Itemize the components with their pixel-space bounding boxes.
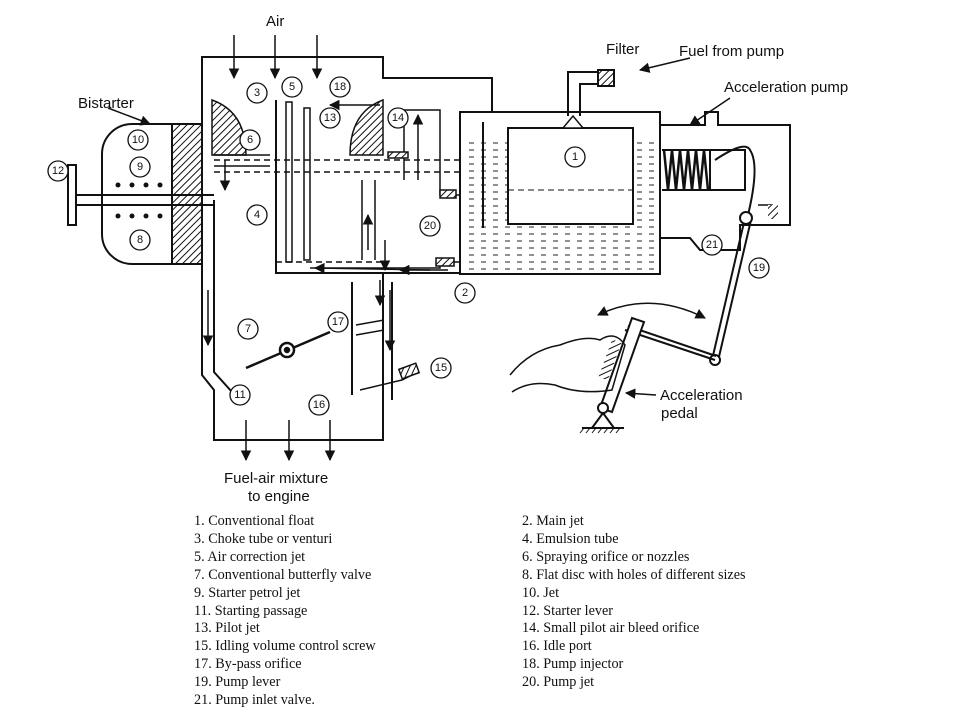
svg-text:4: 4 (254, 209, 260, 221)
callout-15: 15 (430, 357, 452, 379)
callout-2: 2 (454, 282, 476, 304)
legend-item-18: 18. Pump injector (522, 656, 624, 673)
svg-text:16: 16 (313, 399, 325, 411)
legend-item-10: 10. Jet (522, 584, 560, 601)
legend-item-17: 17. By-pass orifice (194, 656, 302, 673)
callout-12: 12 (47, 160, 69, 182)
svg-text:1: 1 (572, 151, 578, 163)
svg-text:10: 10 (132, 134, 144, 146)
callout-21: 21 (701, 234, 723, 256)
legend-right-column: 2. Main jet 4. Emulsion tube 6. Spraying… (522, 513, 746, 692)
svg-text:2: 2 (462, 287, 468, 299)
svg-text:14: 14 (392, 112, 404, 124)
label-acceleration-pedal-1: Acceleration (660, 387, 743, 404)
svg-text:13: 13 (324, 112, 336, 124)
callout-3: 3 (246, 82, 268, 104)
legend-left-column: 1. Conventional float 3. Choke tube or v… (194, 513, 376, 710)
svg-text:20: 20 (424, 220, 436, 232)
legend-item-1: 1. Conventional float (194, 513, 315, 529)
legend-item-13: 13. Pilot jet (194, 620, 260, 637)
callout-1: 1 (564, 146, 586, 168)
label-acceleration-pedal-2: pedal (661, 405, 698, 422)
svg-text:18: 18 (334, 81, 346, 93)
legend-item-21: 21. Pump inlet valve. (194, 692, 315, 709)
svg-text:11: 11 (234, 389, 245, 401)
venturi-parts (211, 98, 384, 263)
callout-9: 9 (129, 156, 151, 178)
butterfly-valve (245, 330, 331, 370)
idle-port-assembly (355, 319, 421, 391)
legend-item-7: 7. Conventional butterfly valve (194, 566, 372, 583)
svg-text:19: 19 (753, 262, 765, 274)
label-acceleration-pump: Acceleration pump (724, 79, 848, 96)
callout-19: 19 (748, 257, 770, 279)
svg-text:7: 7 (245, 323, 251, 335)
legend-item-12: 12. Starter lever (522, 602, 613, 619)
pump-linkage (624, 211, 753, 366)
flow-arrows (107, 35, 731, 462)
acceleration-pedal-assembly (509, 302, 706, 434)
bistarter (67, 123, 214, 265)
label-mixture-2: to engine (248, 488, 310, 505)
legend-item-2: 2. Main jet (522, 513, 584, 529)
callout-14: 14 (387, 107, 409, 129)
callout-16: 16 (308, 394, 330, 416)
callout-5: 5 (281, 76, 303, 98)
callout-10: 10 (127, 129, 149, 151)
legend-item-15: 15. Idling volume control screw (194, 638, 376, 655)
callout-18: 18 (329, 76, 351, 98)
legend-item-6: 6. Spraying orifice or nozzles (522, 548, 690, 565)
svg-text:8: 8 (137, 234, 143, 246)
legend-item-4: 4. Emulsion tube (522, 530, 619, 547)
callout-4: 4 (246, 204, 268, 226)
carburettor-body (201, 56, 493, 441)
label-fuel-from-pump: Fuel from pump (679, 43, 784, 60)
callout-20: 20 (419, 215, 441, 237)
svg-text:17: 17 (332, 316, 344, 328)
svg-text:9: 9 (137, 161, 143, 173)
callout-8: 8 (129, 229, 151, 251)
svg-text:3: 3 (254, 87, 260, 99)
callout-6: 6 (239, 129, 261, 151)
callout-11: 11 (229, 384, 251, 406)
filter (597, 69, 615, 87)
label-mixture-1: Fuel-air mixture (224, 470, 328, 487)
label-air: Air (266, 13, 284, 30)
legend-item-14: 14. Small pilot air bleed orifice (522, 620, 700, 637)
legend-item-20: 20. Pump jet (522, 674, 595, 691)
label-bistarter: Bistarter (78, 95, 134, 112)
callout-7: 7 (237, 318, 259, 340)
svg-text:5: 5 (289, 81, 295, 93)
svg-text:12: 12 (52, 165, 64, 177)
diagram-labels: Air Bistarter Filter Fuel from pump Acce… (78, 13, 848, 505)
legend-item-3: 3. Choke tube or venturi (194, 530, 333, 547)
legend-item-19: 19. Pump lever (194, 674, 281, 691)
legend-item-8: 8. Flat disc with holes of different siz… (522, 566, 746, 583)
legend-item-5: 5. Air correction jet (194, 548, 306, 565)
acceleration-pump (660, 111, 791, 251)
svg-text:6: 6 (247, 134, 253, 146)
legend-item-16: 16. Idle port (522, 638, 592, 655)
legend-item-9: 9. Starter petrol jet (194, 584, 301, 601)
label-filter: Filter (606, 41, 639, 58)
callout-13: 13 (319, 107, 341, 129)
svg-text:21: 21 (706, 239, 718, 251)
svg-text:15: 15 (435, 362, 447, 374)
float (507, 127, 634, 225)
legend-item-11: 11. Starting passage (194, 602, 308, 619)
callout-17: 17 (327, 311, 349, 333)
float-chamber (459, 111, 661, 275)
callouts: 1 2 3 4 5 6 7 8 9 10 11 12 13 14 15 16 1… (47, 76, 770, 416)
fuel-inlet-pipe (567, 69, 615, 116)
